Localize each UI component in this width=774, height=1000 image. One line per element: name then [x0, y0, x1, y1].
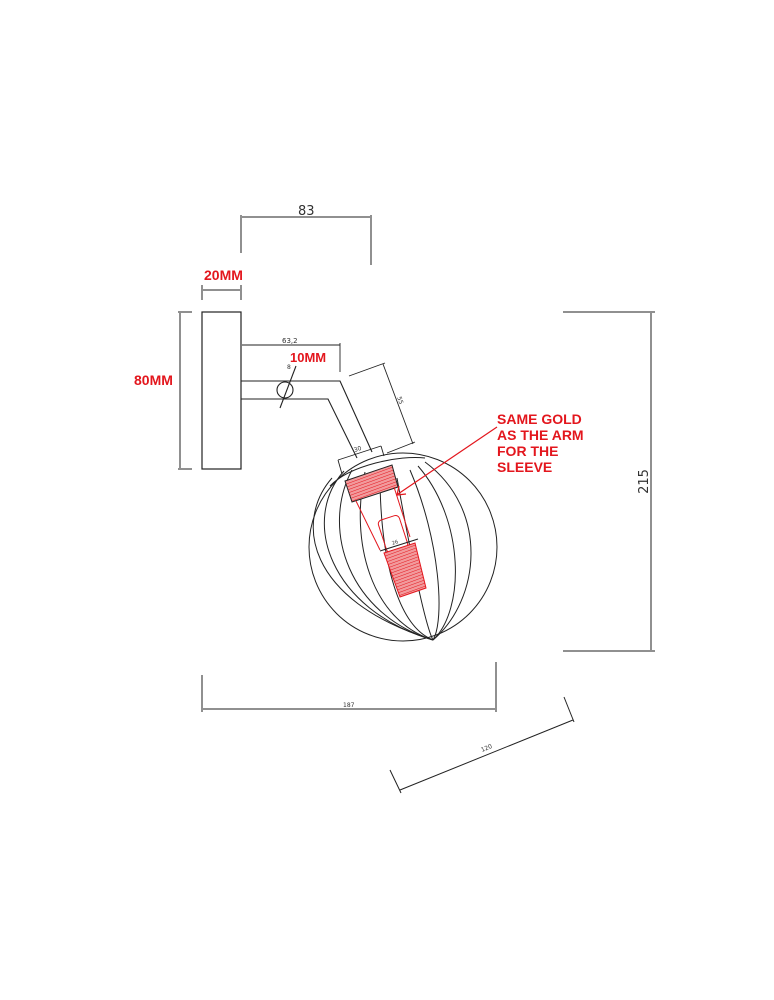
- globe-shade: [308, 452, 498, 642]
- sleeve-note-line: SLEEVE: [497, 459, 553, 475]
- sleeve-note: SAME GOLD AS THE ARM FOR THE SLEEVE: [497, 411, 584, 475]
- arm-thickness-label: 10MM: [290, 350, 327, 365]
- backplate: [201, 311, 242, 470]
- sleeve-note-line: SAME GOLD: [497, 411, 582, 427]
- backplate-height-dimension: [178, 311, 192, 470]
- backplate-height-label: 80MM: [134, 372, 173, 388]
- arm-projection-dimension: [240, 215, 372, 265]
- arm-length-dimension: [242, 343, 341, 372]
- arm-drop-dimension: [348, 362, 416, 454]
- total-height-dimension: [563, 311, 655, 652]
- total-height-value: 215: [636, 469, 652, 494]
- arm-length-value: 63,2: [282, 337, 298, 345]
- backplate-depth-label: 20MM: [204, 267, 243, 283]
- sleeve-note-arrow: [396, 426, 498, 496]
- total-width-dimension: [201, 662, 497, 712]
- sleeve-width-dimension: [337, 445, 385, 475]
- sleeve: [344, 464, 399, 503]
- arm: [241, 365, 373, 459]
- backplate-depth-dimension: [201, 285, 242, 300]
- arm-diameter-value: 8: [287, 364, 291, 371]
- arm-projection-value: 83: [298, 204, 315, 219]
- sleeve-note-line: FOR THE: [497, 443, 559, 459]
- sleeve-note-line: AS THE ARM: [497, 427, 584, 443]
- globe-diameter-dimension: [389, 696, 575, 794]
- total-width-value: 187: [343, 702, 355, 709]
- bulb: [355, 486, 427, 598]
